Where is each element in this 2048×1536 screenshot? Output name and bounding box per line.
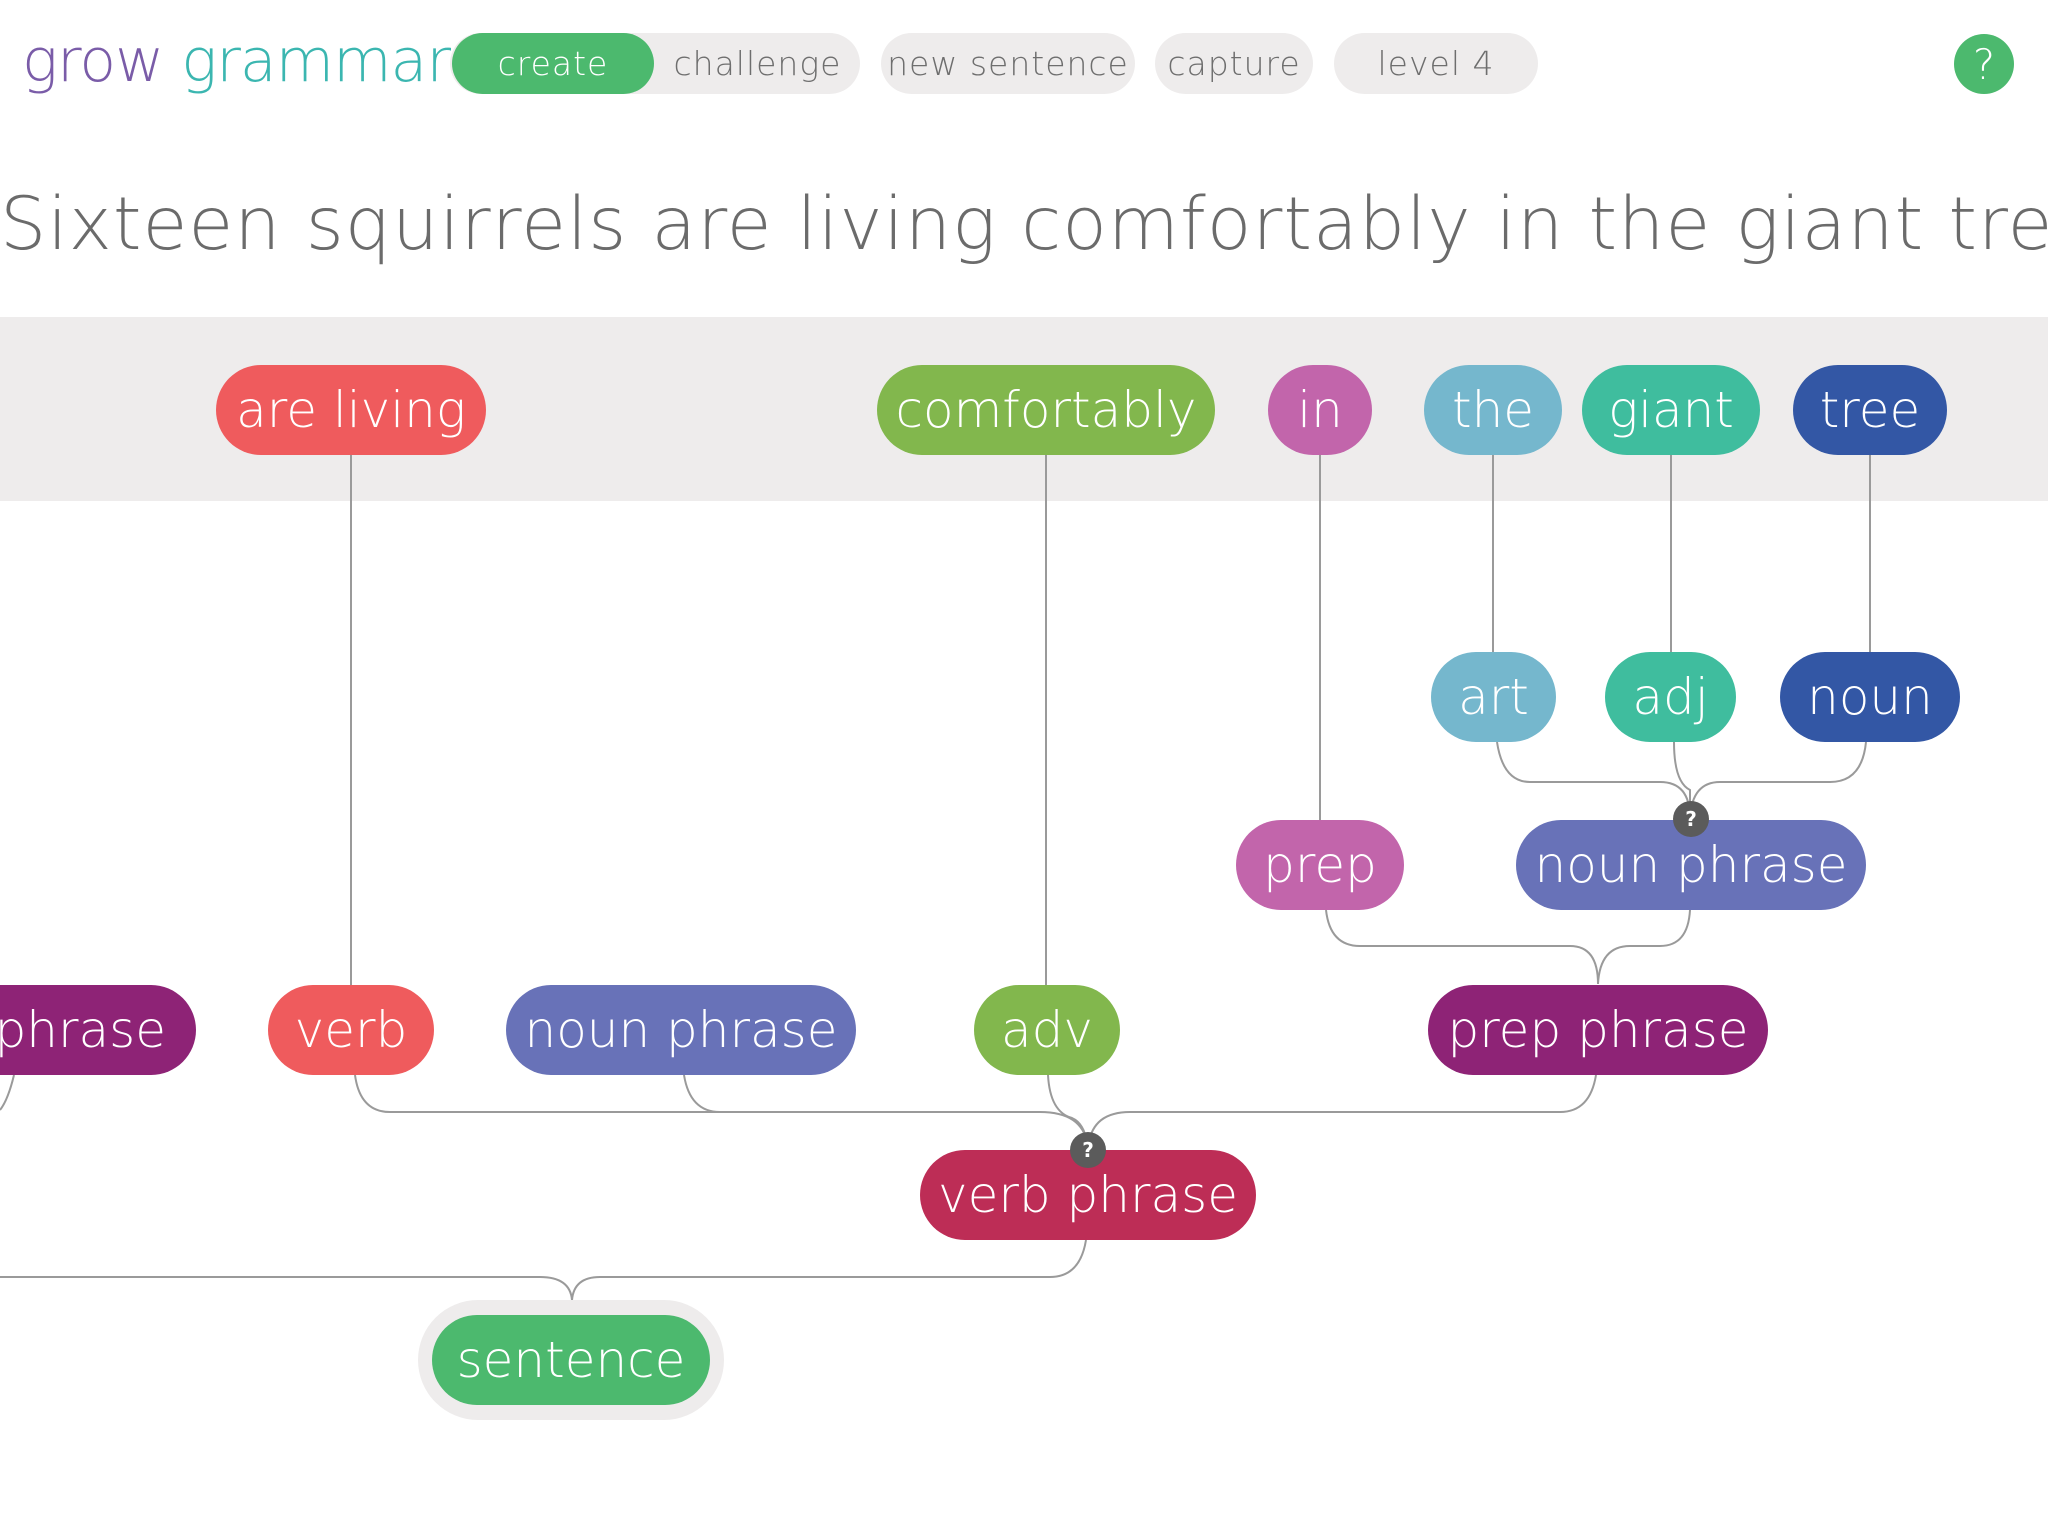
node-prep-phrase[interactable]: prep phrase <box>1428 985 1768 1075</box>
help-badge-noun-phrase[interactable]: ? <box>1673 801 1709 837</box>
node-art[interactable]: art <box>1431 652 1556 742</box>
word-comfortably[interactable]: comfortably <box>877 365 1215 455</box>
node-verb-phrase[interactable]: verb phrase <box>920 1150 1256 1240</box>
line-verb-vp <box>354 1074 1089 1151</box>
node-adv[interactable]: adv <box>974 985 1120 1075</box>
node-verb[interactable]: verb <box>268 985 434 1075</box>
capture-button[interactable]: capture <box>1155 33 1313 94</box>
line-art-np <box>1496 741 1691 819</box>
line-np-pp <box>1597 909 1691 985</box>
word-the[interactable]: the <box>1424 365 1562 455</box>
help-button[interactable]: ? <box>1954 34 2014 94</box>
new-sentence-button[interactable]: new sentence <box>881 33 1135 94</box>
word-in[interactable]: in <box>1268 365 1372 455</box>
word-giant[interactable]: giant <box>1582 365 1760 455</box>
challenge-toggle[interactable]: challenge <box>673 44 842 83</box>
target-sentence: Sixteen squirrels are living comfortably… <box>0 182 2048 267</box>
node-noun-phrase-mid[interactable]: noun phrase <box>506 985 856 1075</box>
node-sentence[interactable]: sentence <box>432 1315 710 1405</box>
line-pp-vp <box>1087 1074 1597 1151</box>
level-button[interactable]: level 4 <box>1334 33 1538 94</box>
app-logo: grow grammar. <box>22 22 473 100</box>
line-vp-sentence <box>571 1239 1087 1301</box>
line-left-sentence <box>0 1276 573 1301</box>
line-prep-pp <box>1325 909 1599 985</box>
word-tree[interactable]: tree <box>1793 365 1947 455</box>
node-adj[interactable]: adj <box>1605 652 1736 742</box>
line-adj-np <box>1673 741 1691 818</box>
logo-word-grammar: grammar <box>181 26 451 96</box>
word-are-living[interactable]: are living <box>216 365 486 455</box>
node-phrase-left[interactable]: phrase <box>0 985 196 1075</box>
node-noun[interactable]: noun <box>1780 652 1960 742</box>
line-noun-np <box>1689 741 1867 819</box>
help-badge-verb-phrase[interactable]: ? <box>1070 1132 1106 1168</box>
node-prep[interactable]: prep <box>1236 820 1404 910</box>
line-left-phrase <box>0 1074 15 1111</box>
logo-word-grow: grow <box>22 26 164 96</box>
create-toggle[interactable]: create <box>452 33 654 94</box>
line-np-vp <box>683 1074 721 1113</box>
